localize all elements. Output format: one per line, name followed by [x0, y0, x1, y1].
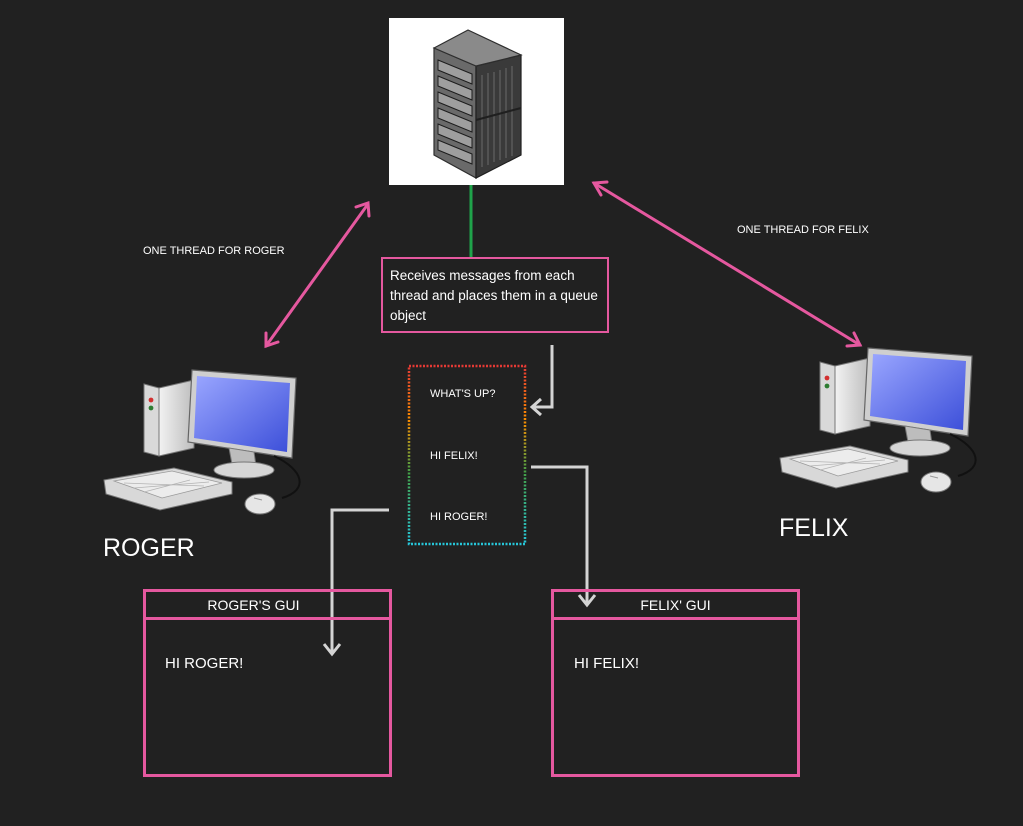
felix-thread-label: ONE THREAD FOR FELIX [737, 224, 869, 236]
queue-message: HI FELIX! [430, 450, 478, 462]
queue-to-felix-gui-arrow [531, 465, 597, 608]
roger-thread-label: ONE THREAD FOR ROGER [143, 245, 285, 257]
felix-gui-message: HI FELIX! [574, 655, 640, 672]
roger-gui-window: ROGER'S GUI HI ROGER! [143, 589, 392, 777]
receiver-to-queue-arrow [529, 345, 554, 417]
roger-gui-title: ROGER'S GUI [146, 592, 389, 620]
felix-thread-arrow [591, 180, 863, 348]
queue-message: WHAT'S UP? [430, 388, 496, 400]
felix-computer-icon [779, 347, 977, 493]
queue-message: HI ROGER! [430, 511, 488, 523]
roger-computer-icon [103, 369, 301, 515]
server-rack-icon [432, 29, 523, 180]
queue-to-roger-gui-arrow [322, 508, 389, 657]
roger-gui-message: HI ROGER! [165, 655, 244, 672]
felix-gui-window: FELIX' GUI HI FELIX! [551, 589, 800, 777]
felix-gui-title: FELIX' GUI [554, 592, 797, 620]
receiver-note-box: Receives messages from each thread and p… [381, 257, 609, 333]
roger-client-label: ROGER [103, 534, 195, 562]
message-queue [407, 364, 527, 546]
receiver-note-text: Receives messages from each thread and p… [390, 268, 598, 323]
roger-thread-arrow [264, 200, 371, 349]
felix-client-label: FELIX [779, 514, 849, 542]
